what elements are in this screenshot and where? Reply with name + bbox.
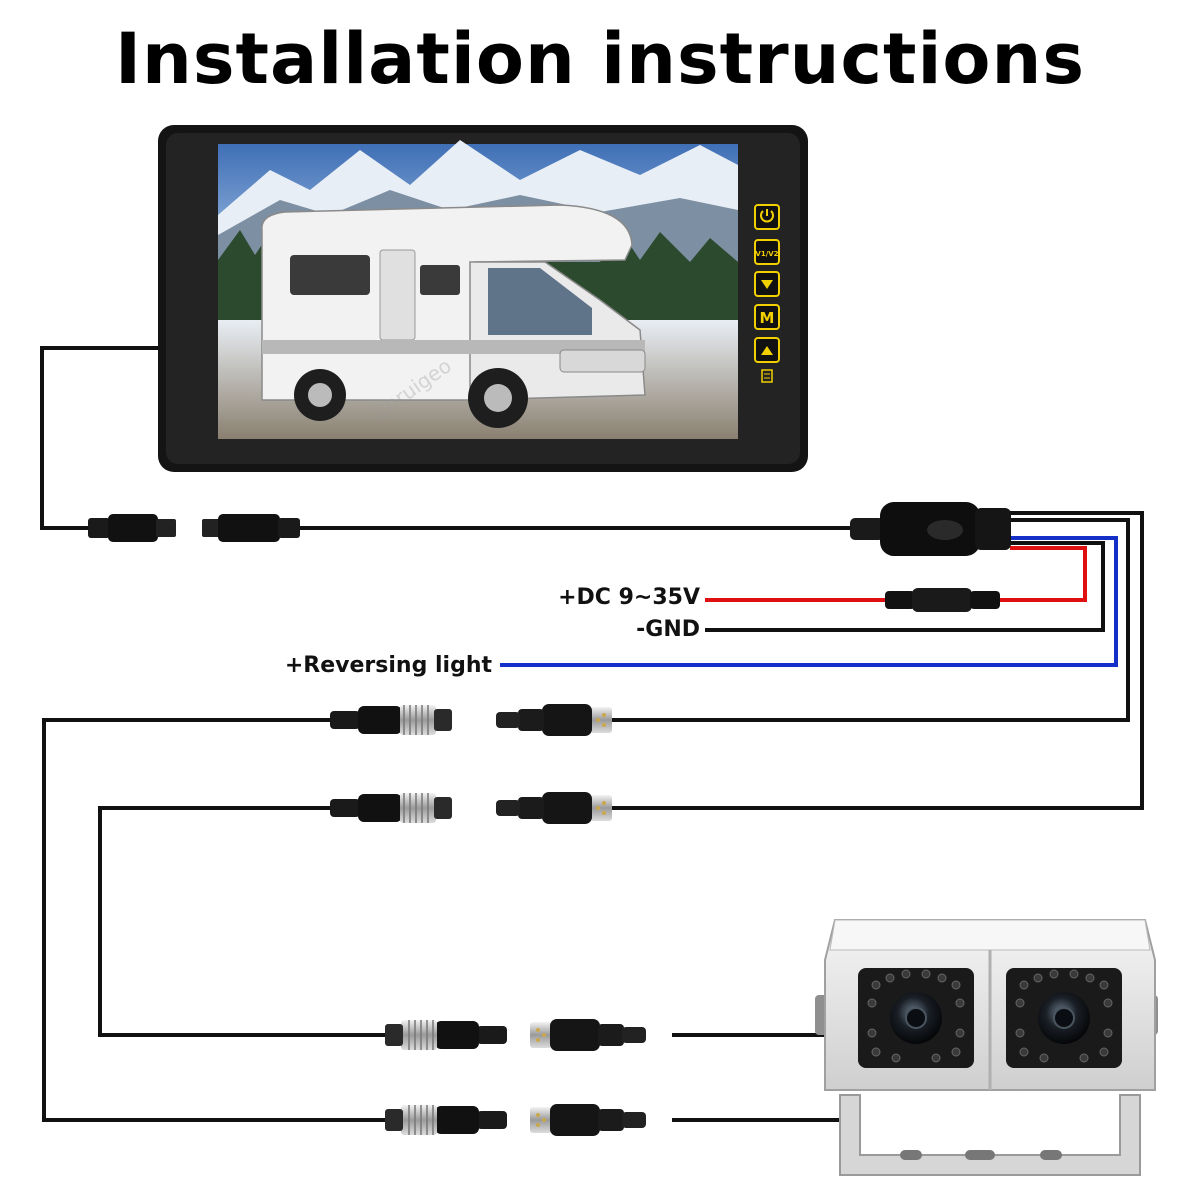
camera1-video-cable (612, 518, 1130, 722)
source-icon (761, 369, 773, 383)
down-button[interactable] (754, 271, 780, 297)
reverse-wire (500, 536, 1118, 667)
up-button[interactable] (754, 337, 780, 363)
camera2-long-cable (98, 806, 385, 1037)
v1v2-label: V1/V2 (755, 250, 778, 258)
connector-pair-2 (329, 792, 612, 824)
monitor-screen: Enruigeo (218, 140, 738, 439)
monitor-connector-male (88, 514, 176, 542)
connector-pair-3 (384, 1019, 646, 1051)
wire-harness-splitter (850, 502, 1011, 556)
connector-pair-1 (329, 704, 612, 736)
monitor-connector-female (202, 514, 300, 542)
monitor: Enruigeo V1/V2 M (158, 125, 808, 472)
source-indicator (761, 369, 773, 383)
wires (40, 346, 1144, 1122)
monitor-buttons: V1/V2 M (754, 204, 780, 383)
connector-pair-4 (384, 1104, 646, 1136)
up-arrow-icon (761, 346, 773, 355)
page-title: Installation instructions (114, 18, 1086, 100)
camera1-long-cable (42, 718, 385, 1122)
camera-lens-left (858, 968, 974, 1068)
monitor-cable (40, 346, 158, 530)
dual-camera (815, 919, 1158, 1176)
ground-label: -GND (636, 617, 700, 642)
camper-van-image (261, 204, 646, 428)
menu-label: M (760, 309, 775, 327)
reverse-label: +Reversing light (284, 653, 492, 678)
inline-fuse (885, 588, 1000, 612)
power-icon (760, 209, 774, 223)
power-button[interactable] (754, 204, 780, 230)
power-label: +DC 9~35V (558, 585, 700, 610)
power-wire (1000, 546, 1087, 602)
camera2-video-cable (612, 511, 1144, 810)
menu-button[interactable]: M (754, 304, 780, 330)
ground-wire (705, 541, 1105, 632)
v1v2-button[interactable]: V1/V2 (754, 239, 780, 265)
down-arrow-icon (761, 280, 773, 289)
camera-lens-right (1006, 968, 1122, 1068)
